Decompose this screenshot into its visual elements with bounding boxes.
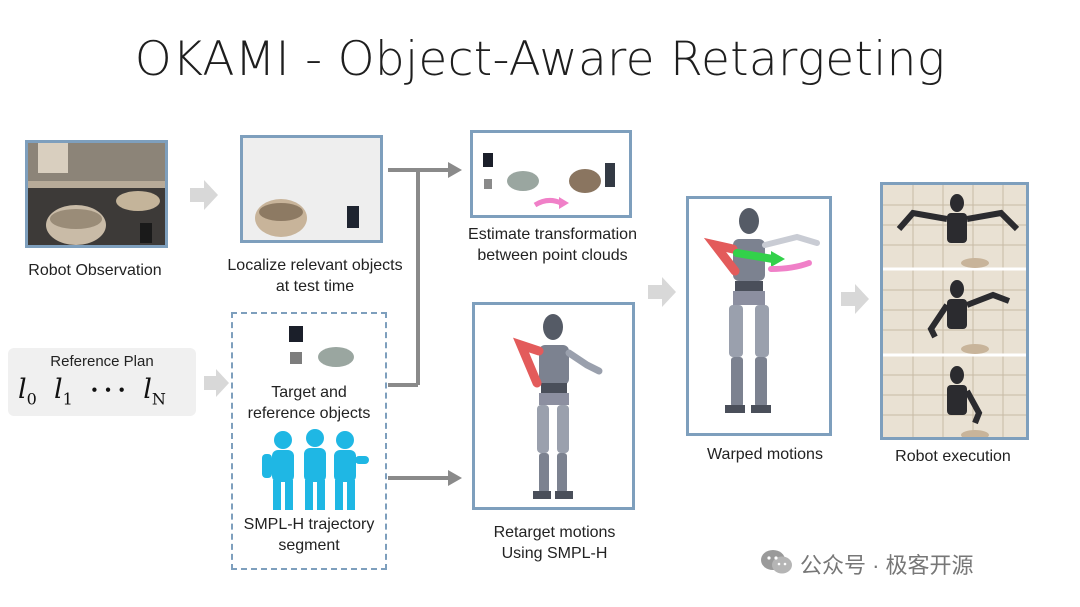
robot-execution-image (880, 182, 1029, 440)
estimate-label: Estimate transformation between point cl… (468, 226, 637, 264)
localize-image (240, 135, 383, 243)
robot-observation-image (25, 140, 168, 248)
estimate-image (470, 130, 632, 218)
retarget-label: Retarget motions Using SMPL-H (493, 524, 616, 562)
warped-label: Warped motions (707, 446, 823, 463)
plan-step-first: l (18, 374, 27, 405)
reference-plan-title: Reference Plan (50, 353, 154, 370)
retarget-image (472, 302, 635, 510)
arrow-observation-to-localize (190, 180, 218, 210)
plan-step-second: l (54, 374, 63, 405)
plan-step-last-sub: N (151, 389, 166, 409)
warped-robot (689, 199, 829, 433)
wechat-icon (761, 550, 792, 574)
localize-label: Localize relevant objects at test time (227, 257, 403, 295)
watermark-text: 公众号 · 极客开源 (800, 553, 974, 578)
retarget-robot (475, 305, 632, 507)
arrow-to-warped (648, 277, 676, 307)
arrow-to-execution (841, 284, 869, 314)
plan-step-first-sub: 0 (26, 389, 37, 409)
localize-scene (243, 138, 380, 240)
smplh-segment-label: SMPL-H trajectory segment (243, 516, 375, 554)
plan-step-dots: • • • (90, 381, 127, 400)
execution-frames (883, 185, 1026, 437)
point-cloud-scene (473, 133, 629, 215)
reference-plan-sequence: l0 l1 • • • lN (18, 374, 166, 408)
plan-step-last: l (143, 374, 152, 405)
warped-image (686, 196, 832, 436)
reference-group-box (231, 312, 387, 570)
robot-observation-label: Robot Observation (28, 262, 162, 279)
page-title: OKAMI - Object-Aware Retargeting (134, 32, 946, 87)
robot-execution-label: Robot execution (895, 448, 1011, 465)
plan-step-second-sub: 1 (62, 389, 73, 409)
arrow-plan-to-group (204, 369, 229, 397)
reference-plan-box: Reference Plan l0 l1 • • • lN (8, 348, 196, 416)
target-ref-objects-label: Target and reference objects (247, 384, 371, 422)
observation-scene (28, 143, 165, 245)
